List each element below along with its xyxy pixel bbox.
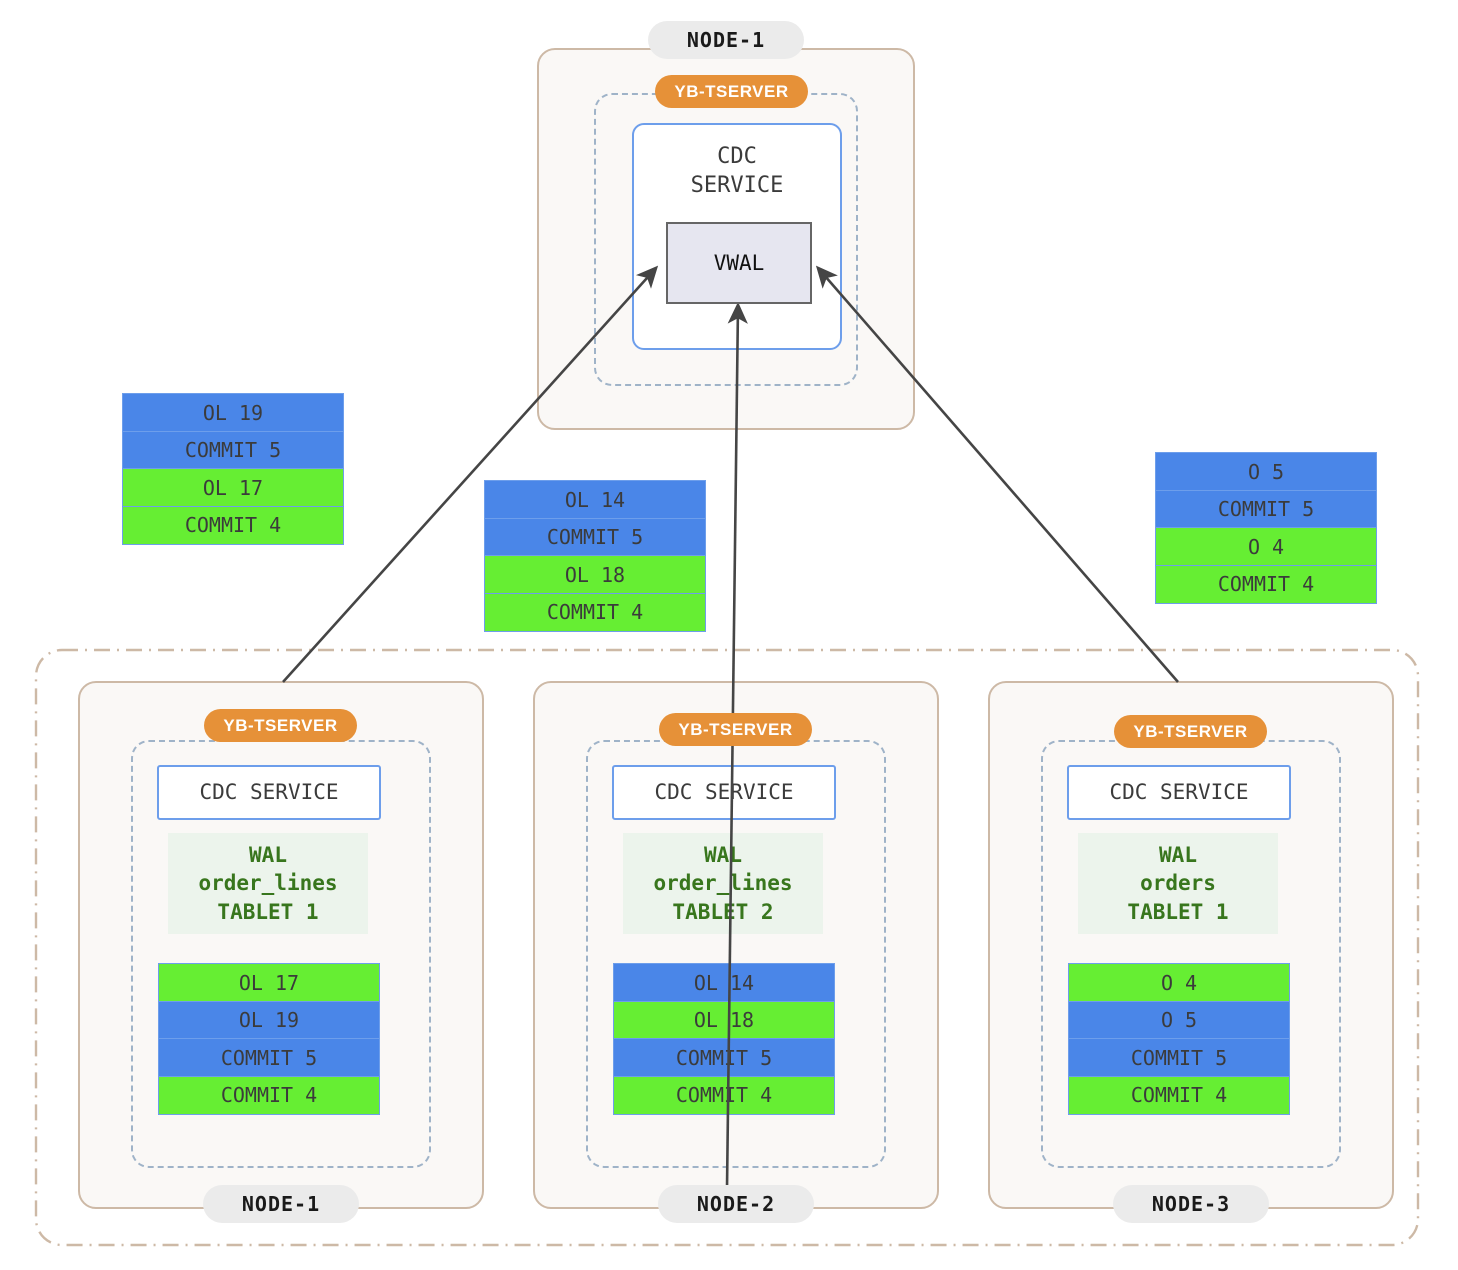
bottom-tserver-label-2: YB-TSERVER	[678, 719, 793, 739]
record-label: O 5	[1160, 1008, 1198, 1032]
bottom-tserver-pill-3: YB-TSERVER	[1114, 715, 1267, 748]
record-row: OL 19	[158, 1000, 380, 1040]
left-stack: OL 19 COMMIT 5 OL 17 COMMIT 4	[122, 393, 344, 545]
bottom-cdc-service-box-2[interactable]: CDC SERVICE	[612, 765, 836, 820]
wal-line: order_lines	[198, 871, 338, 896]
wal-line: WAL	[249, 842, 287, 867]
record-label: OL 19	[238, 1008, 300, 1032]
wal-block-2: WAL order_lines TABLET 2	[623, 833, 823, 934]
record-row: COMMIT 5	[484, 517, 706, 557]
record-label: OL 18	[693, 1008, 755, 1032]
record-row: OL 18	[484, 555, 706, 594]
record-label: COMMIT 5	[1217, 497, 1315, 521]
bottom-node-label-pill-3: NODE-3	[1113, 1185, 1269, 1223]
bottom-stack-2: OL 14 OL 18 COMMIT 5 COMMIT 4	[613, 963, 835, 1115]
wal-line: TABLET 1	[1127, 899, 1229, 924]
bottom-node-label-1: NODE-1	[241, 1192, 321, 1216]
bottom-node-label-3: NODE-3	[1151, 1192, 1231, 1216]
record-row: OL 14	[613, 963, 835, 1002]
record-row: COMMIT 4	[484, 592, 706, 632]
record-label: OL 18	[564, 562, 626, 587]
record-label: O 4	[1160, 970, 1198, 995]
wal-line: orders	[1140, 871, 1216, 896]
bottom-stack-1: OL 17 OL 19 COMMIT 5 COMMIT 4	[158, 963, 380, 1115]
top-cdc-service-label: CDC SERVICE	[690, 144, 784, 198]
bottom-cdc-service-box-3[interactable]: CDC SERVICE	[1067, 765, 1291, 820]
bottom-node-label-pill-1: NODE-1	[203, 1185, 359, 1223]
record-row: OL 17	[122, 468, 344, 507]
record-label: COMMIT 5	[220, 1045, 318, 1070]
right-stack: O 5 COMMIT 5 O 4 COMMIT 4	[1155, 452, 1377, 604]
vwal-box[interactable]: VWAL	[666, 222, 812, 304]
record-row: COMMIT 4	[122, 505, 344, 545]
record-row: COMMIT 5	[1155, 489, 1377, 529]
wal-line: TABLET 2	[672, 899, 774, 924]
top-tserver-pill: YB-TSERVER	[655, 75, 808, 108]
record-row: COMMIT 5	[158, 1038, 380, 1077]
record-row: COMMIT 4	[1068, 1075, 1290, 1115]
top-node-label-pill: NODE-1	[648, 21, 804, 59]
record-row: O 5	[1068, 1000, 1290, 1040]
record-label: OL 17	[238, 970, 300, 995]
bottom-tserver-label-3: YB-TSERVER	[1133, 721, 1248, 741]
top-node-label: NODE-1	[686, 28, 766, 52]
record-label: OL 14	[564, 487, 626, 512]
bottom-stack-3: O 4 O 5 COMMIT 5 COMMIT 4	[1068, 963, 1290, 1115]
record-label: COMMIT 4	[675, 1083, 773, 1107]
record-row: COMMIT 5	[1068, 1038, 1290, 1077]
record-label: COMMIT 5	[546, 525, 644, 549]
record-label: COMMIT 4	[546, 600, 644, 624]
record-row: O 4	[1155, 527, 1377, 566]
record-row: COMMIT 4	[1155, 564, 1377, 604]
record-row: COMMIT 4	[613, 1075, 835, 1115]
record-label: O 4	[1247, 534, 1285, 559]
wal-block-1: WAL order_lines TABLET 1	[168, 833, 368, 934]
bottom-tserver-pill-1: YB-TSERVER	[204, 709, 357, 742]
record-row: O 5	[1155, 452, 1377, 491]
record-label: COMMIT 5	[675, 1045, 773, 1070]
record-label: OL 14	[693, 970, 755, 995]
bottom-tserver-label-1: YB-TSERVER	[223, 715, 338, 735]
middle-stack: OL 14 COMMIT 5 OL 18 COMMIT 4	[484, 480, 706, 632]
bottom-cdc-service-label-1: CDC SERVICE	[199, 779, 339, 804]
record-row: OL 17	[158, 963, 380, 1002]
record-row: OL 18	[613, 1000, 835, 1040]
wal-line: WAL	[704, 842, 742, 867]
record-row: OL 14	[484, 480, 706, 519]
bottom-node-label-2: NODE-2	[696, 1192, 776, 1216]
record-label: COMMIT 5	[1130, 1045, 1228, 1070]
wal-line: TABLET 1	[217, 899, 319, 924]
vwal-label: VWAL	[713, 251, 765, 275]
record-label: COMMIT 5	[184, 438, 282, 462]
top-tserver-label: YB-TSERVER	[674, 81, 789, 101]
bottom-cdc-service-label-2: CDC SERVICE	[654, 779, 794, 804]
bottom-cdc-service-box-1[interactable]: CDC SERVICE	[157, 765, 381, 820]
record-row: COMMIT 4	[158, 1075, 380, 1115]
bottom-cdc-service-label-3: CDC SERVICE	[1109, 779, 1249, 804]
wal-block-3: WAL orders TABLET 1	[1078, 833, 1278, 934]
record-label: COMMIT 4	[1130, 1083, 1228, 1107]
bottom-tserver-pill-2: YB-TSERVER	[659, 713, 812, 746]
wal-line: order_lines	[653, 871, 793, 896]
bottom-node-label-pill-2: NODE-2	[658, 1185, 814, 1223]
record-row: COMMIT 5	[613, 1038, 835, 1077]
record-label: COMMIT 4	[1217, 572, 1315, 596]
record-row: OL 19	[122, 393, 344, 432]
record-label: COMMIT 4	[220, 1083, 318, 1107]
record-label: OL 17	[202, 475, 264, 500]
record-label: COMMIT 4	[184, 513, 282, 537]
record-row: O 4	[1068, 963, 1290, 1002]
wal-line: WAL	[1159, 842, 1197, 867]
record-label: OL 19	[202, 400, 264, 425]
record-label: O 5	[1247, 459, 1285, 484]
record-row: COMMIT 5	[122, 430, 344, 470]
